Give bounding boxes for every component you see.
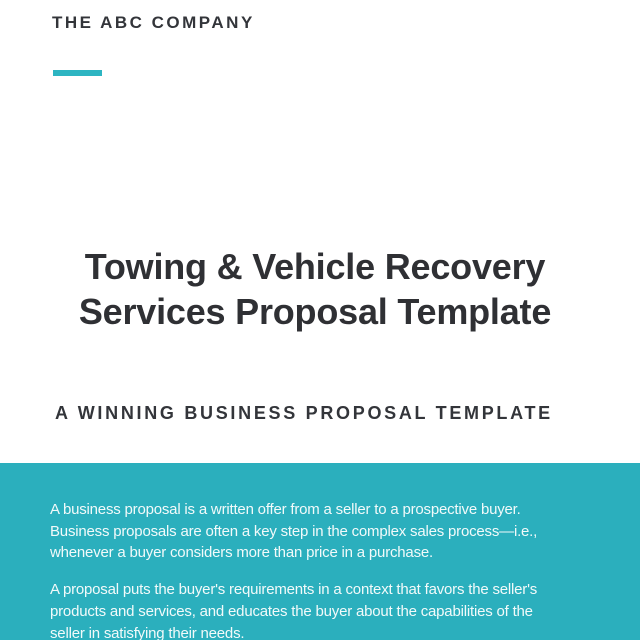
company-name: THE ABC COMPANY [52, 13, 255, 32]
intro-paragraph-1-line-2: Business proposals are often a key step … [50, 522, 538, 540]
intro-paragraph-1-line-1: A business proposal is a written offer f… [50, 501, 521, 518]
intro-paragraph-2-line-3: seller in satisfying their needs. [50, 624, 245, 640]
accent-dash [53, 70, 102, 76]
intro-paragraph-2-line-1: A proposal puts the buyer's requirements… [50, 581, 538, 599]
document-title-line-2: Services Proposal Template [78, 291, 552, 332]
document-subtitle: A WINNING BUSINESS PROPOSAL TEMPLATE [55, 403, 553, 423]
document-title-line-1: Towing & Vehicle Recovery [84, 246, 546, 287]
intro-section: A business proposal is a written offer f… [0, 463, 640, 640]
document-title: Towing & Vehicle Recovery Services Propo… [0, 244, 630, 334]
intro-paragraph-2: A proposal puts the buyer's requirements… [50, 579, 610, 640]
intro-paragraph-1: A business proposal is a written offer f… [50, 499, 610, 564]
intro-paragraph-2-line-2: products and services, and educates the … [50, 602, 533, 620]
intro-paragraph-1-line-3: whenever a buyer considers more than pri… [50, 544, 433, 562]
